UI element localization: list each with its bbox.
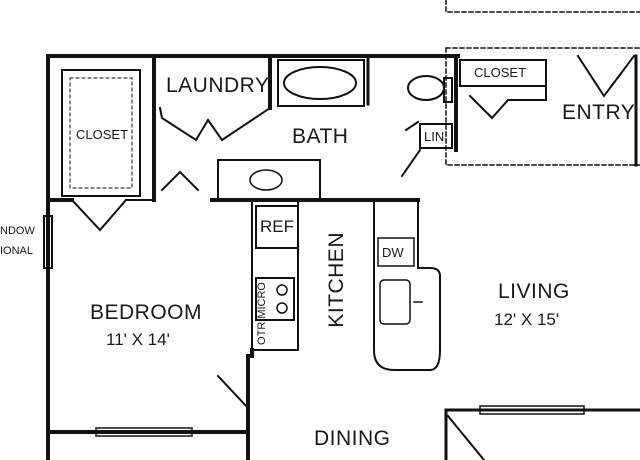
label-entry: ENTRY xyxy=(562,101,636,124)
label-window-line1: NDOW xyxy=(0,225,35,237)
bathtub-basin xyxy=(283,66,357,100)
bath-door xyxy=(160,170,200,192)
label-dw: DW xyxy=(382,245,404,260)
label-kitchen: KITCHEN xyxy=(325,232,348,328)
label-bedroom: BEDROOM xyxy=(90,301,203,324)
closet-right-door xyxy=(468,85,547,120)
entry-door xyxy=(576,54,636,98)
linen-closet xyxy=(419,123,453,149)
label-living: LIVING xyxy=(498,280,570,303)
bathtub xyxy=(277,59,365,107)
kitchen-left-counter xyxy=(251,199,299,351)
lin-door xyxy=(400,120,422,178)
label-dining: DINING xyxy=(314,427,391,450)
range xyxy=(255,277,295,321)
bedroom-window xyxy=(43,215,53,269)
dashed-entry xyxy=(445,47,640,166)
dishwasher xyxy=(377,237,415,267)
vanity xyxy=(217,159,321,201)
label-living-size: 12' X 15' xyxy=(494,310,560,329)
label-lin: LIN xyxy=(424,129,445,144)
label-window-line2: IONAL xyxy=(0,245,34,257)
kitchen-right-counter xyxy=(373,199,441,371)
patio-diag xyxy=(446,414,486,460)
label-closet-right: CLOSET xyxy=(474,65,527,80)
label-closet-left: CLOSET xyxy=(76,127,129,142)
laundry-bottom xyxy=(158,106,272,142)
closet-right-outline xyxy=(459,59,547,87)
bedroom-south-window xyxy=(95,427,193,437)
toilet-tank xyxy=(443,77,453,103)
bedroom-door xyxy=(216,374,249,460)
label-otr-micro: OTR MICRO xyxy=(256,282,268,345)
kitchen-sink xyxy=(379,279,411,325)
closet-left-inner xyxy=(69,77,133,189)
label-bedroom-size: 11' X 14' xyxy=(106,330,170,349)
sink xyxy=(249,169,283,191)
living-window xyxy=(479,405,585,415)
label-laundry: LAUNDRY xyxy=(166,74,270,97)
closet-left-door xyxy=(70,198,155,232)
toilet xyxy=(407,75,445,101)
label-bath: BATH xyxy=(292,125,349,148)
closet-left-outline xyxy=(61,69,141,197)
dashed-top-right xyxy=(445,0,640,13)
label-ref: REF xyxy=(260,217,294,236)
